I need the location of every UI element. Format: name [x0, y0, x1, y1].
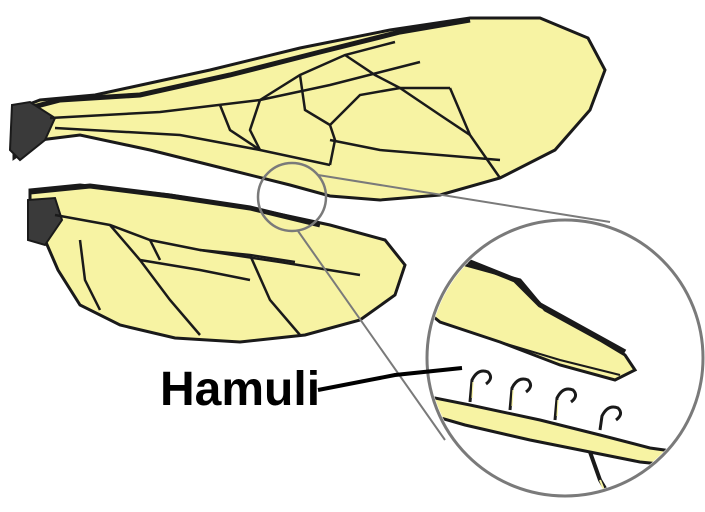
hindwing-membrane: [30, 185, 405, 342]
hindwing: [28, 185, 405, 342]
forewing: [10, 18, 605, 200]
forewing-membrane: [14, 18, 605, 200]
magnified-view: [420, 220, 703, 500]
hamuli-label: Hamuli: [160, 363, 320, 416]
